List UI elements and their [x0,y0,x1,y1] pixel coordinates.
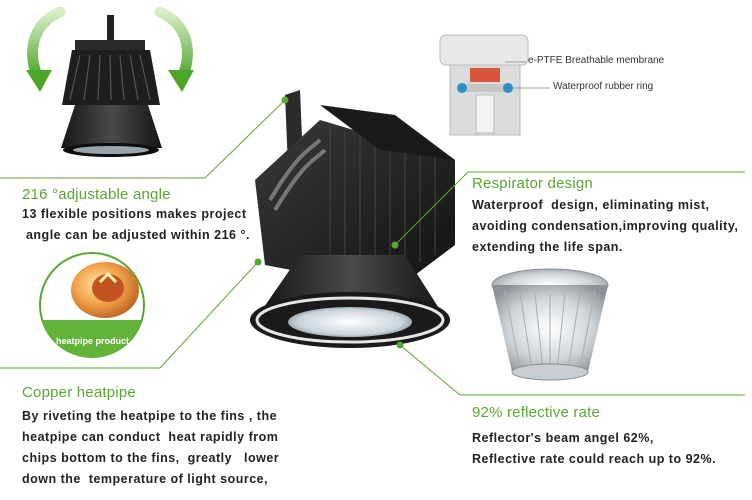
adjustable-angle-body: 13 flexible positions makes project angl… [22,207,250,242]
reflector-illustration [491,268,609,381]
rubber-ring-callout: Waterproof rubber ring [553,81,654,92]
membrane-callout: e-PTFE Breathable membrane [528,55,665,66]
rotation-arrows-icon [26,6,194,92]
reflective-rate-body: Reflector's beam angel 62%, Reflective r… [472,431,717,466]
adjustable-lamp-illustration [61,15,162,157]
adjustable-angle-title: 216 °adjustable angle [22,186,171,203]
main-fixture-illustration [250,90,455,348]
heatpipe-badge [39,252,145,358]
membrane-cutaway-illustration [439,34,550,136]
heatpipe-badge-label: heatpipe product [56,336,130,346]
reflective-rate-title: 92% reflective rate [472,404,601,421]
copper-heatpipe-title: Copper heatpipe [22,384,136,401]
respirator-body: Waterproof design, eliminating mist, avo… [472,198,739,254]
copper-heatpipe-body: By riveting the heatpipe to the fins , t… [22,409,280,486]
respirator-title: Respirator design [472,175,593,192]
leader-lines [0,96,745,396]
